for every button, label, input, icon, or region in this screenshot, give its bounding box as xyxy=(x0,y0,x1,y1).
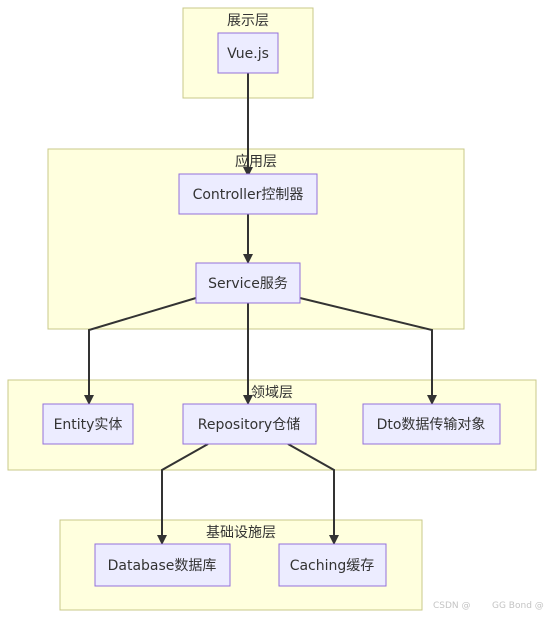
layer-domain-title: 领域层 xyxy=(251,385,293,401)
node-dto: Dto数据传输对象 xyxy=(362,403,501,445)
node-entity: Entity实体 xyxy=(42,403,134,445)
watermark-author: GG Bond @ xyxy=(492,601,544,611)
node-entity-label: Entity实体 xyxy=(54,417,123,433)
node-database-label: Database数据库 xyxy=(108,558,217,574)
layer-presentation-title: 展示层 xyxy=(227,13,269,29)
node-repository: Repository仓储 xyxy=(182,403,317,445)
node-caching-label: Caching缓存 xyxy=(290,558,375,574)
edge-service-to-entity xyxy=(84,297,197,405)
node-caching: Caching缓存 xyxy=(278,543,387,587)
node-controller-label: Controller控制器 xyxy=(193,187,304,203)
node-dto-label: Dto数据传输对象 xyxy=(377,417,486,433)
layer-application-title: 应用层 xyxy=(235,153,277,170)
node-vue: Vue.js xyxy=(217,32,279,74)
node-database: Database数据库 xyxy=(94,543,231,587)
node-repository-label: Repository仓储 xyxy=(198,417,300,433)
layer-infrastructure-title: 基础设施层 xyxy=(206,524,276,541)
edge-service-to-dto xyxy=(299,297,437,405)
edge-repository-to-database xyxy=(157,443,209,545)
node-controller: Controller控制器 xyxy=(178,173,318,215)
node-vue-label: Vue.js xyxy=(227,46,269,62)
edge-repository-to-caching xyxy=(287,443,339,545)
watermark-csdn: CSDN @ xyxy=(433,601,471,611)
node-service: Service服务 xyxy=(195,262,301,304)
node-service-label: Service服务 xyxy=(208,276,288,292)
